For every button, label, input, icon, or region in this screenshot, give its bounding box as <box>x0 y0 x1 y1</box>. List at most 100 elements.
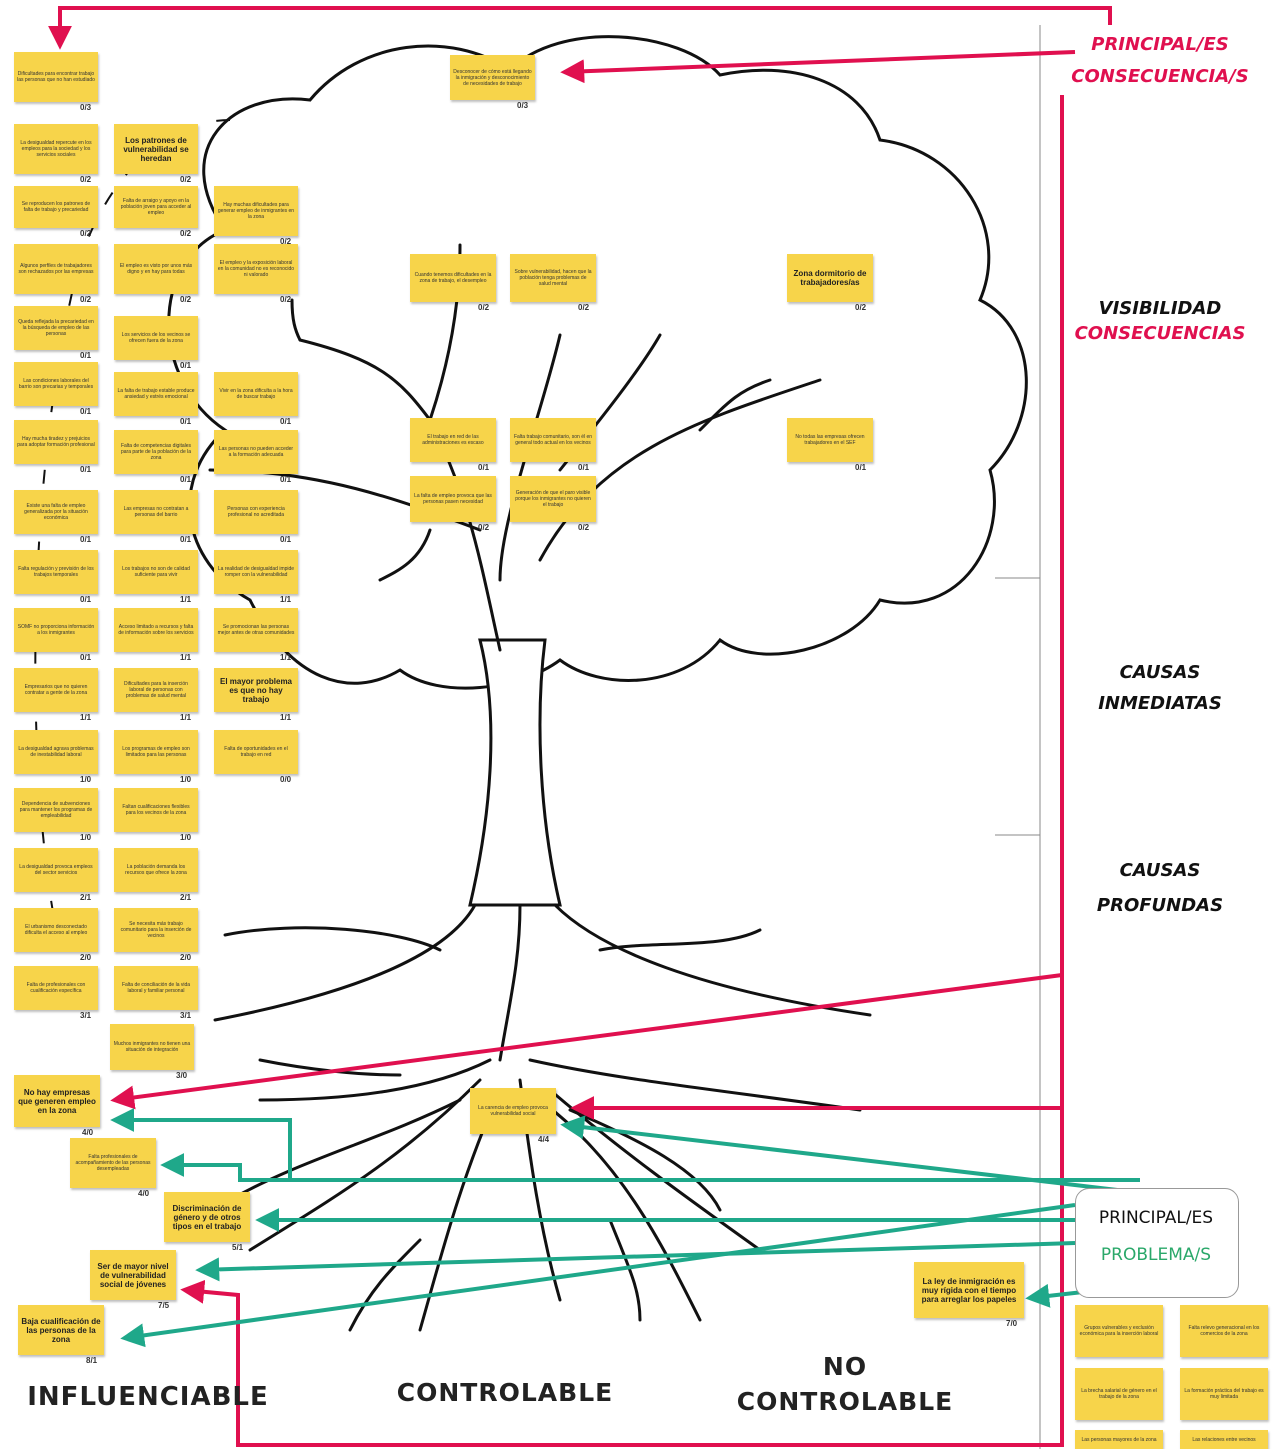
sticky-note-r01[interactable]: No hay empresas que generen empleo en la… <box>14 1075 100 1127</box>
sticky-note-r05[interactable]: Baja cualificación de las personas de la… <box>18 1305 104 1355</box>
sticky-note-x05[interactable]: Las personas mayores de la zona <box>1075 1430 1163 1449</box>
sticky-note-n09[interactable]: El empleo es visto por unos más digno y … <box>114 244 198 294</box>
sticky-note-n20[interactable]: Falta de competencias digitales para par… <box>114 430 198 474</box>
sticky-note-n23[interactable]: Falta trabajo comunitario, son él en gen… <box>510 418 596 462</box>
sticky-note-n12[interactable]: Sobre vulnerabilidad, hacen que la pobla… <box>510 254 596 302</box>
sticky-note-n05[interactable]: Se reproducen los patrones de falta de t… <box>14 186 98 228</box>
sticky-note-text: Discriminación de género y de otros tipo… <box>172 1203 242 1231</box>
sticky-note-n14[interactable]: Queda reflejada la precariedad en la bús… <box>14 306 98 350</box>
sticky-note-n47[interactable]: Se necesita más trabajo comunitario para… <box>114 908 198 952</box>
sticky-note-n04[interactable]: Los patrones de vulnerabilidad se hereda… <box>114 124 198 174</box>
sticky-note-n44[interactable]: La desigualdad provoca empleos del secto… <box>14 848 98 892</box>
sticky-note-r02[interactable]: Falta profesionales de acompañamiento de… <box>70 1138 156 1188</box>
sticky-note-n46[interactable]: El urbanismo desconectado dificulta el a… <box>14 908 98 952</box>
sticky-note-x04[interactable]: La formación práctica del trabajo es muy… <box>1180 1368 1268 1420</box>
sticky-note-n03[interactable]: La desigualdad repercute en los empleos … <box>14 124 98 174</box>
sticky-note-text: El urbanismo desconectado dificulta el a… <box>24 924 88 936</box>
sticky-note-x03[interactable]: La brecha salarial de género en el traba… <box>1075 1368 1163 1420</box>
vote-count: 1/1 <box>280 653 292 662</box>
vote-count: 0/3 <box>80 103 92 112</box>
arrow-consequences-cloud <box>560 50 1076 84</box>
vote-count: 0/2 <box>855 303 867 312</box>
label-deep-2: PROFUNDAS <box>1096 895 1224 916</box>
sticky-note-n41[interactable]: Falta de oportunidades en el trabajo en … <box>214 730 298 774</box>
sticky-note-n28[interactable]: La falta de empleo provoca que las perso… <box>410 476 496 522</box>
zone-controlable: CONTROLABLE <box>396 1378 614 1407</box>
sticky-note-text: Falta trabajo comunitario, son él en gen… <box>513 434 593 446</box>
sticky-note-n48[interactable]: Falta de profesionales con cualificación… <box>14 966 98 1010</box>
sticky-note-n35[interactable]: Se promocionan las personas mejor antes … <box>214 608 298 652</box>
vote-count: 0/1 <box>80 535 92 544</box>
sticky-note-r03[interactable]: Discriminación de género y de otros tipo… <box>164 1192 250 1242</box>
vote-count: 7/0 <box>1006 1319 1018 1328</box>
sticky-note-n17[interactable]: La falta de trabajo estable produce ansi… <box>114 372 198 416</box>
sticky-note-n15[interactable]: Los servicios de los vecinos se ofrecen … <box>114 316 198 360</box>
sticky-note-n08[interactable]: Algunos perfiles de trabajadores son rec… <box>14 244 98 294</box>
sticky-note-n32[interactable]: La realidad de desigualdad impide romper… <box>214 550 298 594</box>
sticky-note-n49[interactable]: Falta de conciliación de la vida laboral… <box>114 966 198 1010</box>
sticky-note-n27[interactable]: Personas con experiencia profesional no … <box>214 490 298 534</box>
vote-count: 4/4 <box>538 1135 550 1144</box>
sticky-note-n40[interactable]: Los programas de empleo son limitados pa… <box>114 730 198 774</box>
sticky-note-r04[interactable]: Ser de mayor nivel de vulnerabilidad soc… <box>90 1250 176 1300</box>
sticky-note-n50[interactable]: Muchos inmigrantes no tienen una situaci… <box>110 1024 194 1070</box>
sticky-note-n11[interactable]: Cuando tenemos dificultades en la zona d… <box>410 254 496 302</box>
sticky-note-n07[interactable]: Hay muchas dificultades para generar emp… <box>214 186 298 236</box>
sticky-note-n38[interactable]: El mayor problema es que no hay trabajo <box>214 668 298 712</box>
green-arrows <box>110 1108 1161 1348</box>
sticky-note-text: Los servicios de los vecinos se ofrecen … <box>121 332 191 344</box>
arrow-consequences-vertical <box>180 95 1064 1447</box>
sticky-note-r06[interactable]: La carencia de empleo provoca vulnerabil… <box>470 1088 556 1134</box>
sticky-note-n25[interactable]: Existe una falta de empleo generalizada … <box>14 490 98 534</box>
sticky-note-text: La formación práctica del trabajo es muy… <box>1184 1388 1264 1400</box>
sticky-note-n43[interactable]: Faltan cualificaciones flexibles para lo… <box>114 788 198 832</box>
sticky-note-n01[interactable]: Dificultades para encontrar trabajo las … <box>14 52 98 102</box>
sticky-note-x02[interactable]: Falta relevo generacional en los comerci… <box>1180 1305 1268 1357</box>
sticky-note-text: Existe una falta de empleo generalizada … <box>24 503 88 521</box>
sticky-note-text: Algunos perfiles de trabajadores son rec… <box>18 263 94 275</box>
sticky-note-text: Los patrones de vulnerabilidad se hereda… <box>123 135 189 163</box>
sticky-note-text: Dependencia de subvenciones para mantene… <box>19 801 93 819</box>
sticky-note-n37[interactable]: Dificultades para la inserción laboral d… <box>114 668 198 712</box>
sticky-note-n02[interactable]: Desconocer de cómo está llegando la inmi… <box>450 55 535 100</box>
sticky-note-n33[interactable]: SOMF no proporciona información a los in… <box>14 608 98 652</box>
sticky-note-text: La desigualdad repercute en los empleos … <box>20 140 92 158</box>
sticky-note-n36[interactable]: Empresarios que no quieren contratar a g… <box>14 668 98 712</box>
sticky-note-n21[interactable]: Las personas no pueden acceder a la form… <box>214 430 298 474</box>
sticky-note-n19[interactable]: Hay mucha tiradez y prejuicios para adop… <box>14 420 98 464</box>
sticky-note-n22[interactable]: El trabajo en red de las administracione… <box>410 418 496 462</box>
sticky-note-text: La realidad de desigualdad impide romper… <box>217 566 295 578</box>
sticky-note-text: Falta de profesionales con cualificación… <box>26 982 86 994</box>
sticky-note-x01[interactable]: Grupos vulnerables y exclusión económica… <box>1075 1305 1163 1357</box>
label-consequences-2: CONSECUENCIA/S <box>1071 66 1249 87</box>
sticky-note-n34[interactable]: Acceso limitado a recursos y falta de in… <box>114 608 198 652</box>
sticky-note-n26[interactable]: Las empresas no contratan a personas del… <box>114 490 198 534</box>
sticky-note-r07[interactable]: La ley de inmigración es muy rígida con … <box>914 1262 1024 1318</box>
vote-count: 0/1 <box>80 595 92 604</box>
sticky-note-n45[interactable]: La población demanda los recursos que of… <box>114 848 198 892</box>
vote-count: 0/2 <box>80 175 92 184</box>
vote-count: 2/0 <box>180 953 192 962</box>
sticky-note-n29[interactable]: Generación de que el paro visible porque… <box>510 476 596 522</box>
arrow-to-r05-green <box>120 1203 1076 1348</box>
sticky-note-n24[interactable]: No todas las empresas ofrecen trabajador… <box>787 418 873 462</box>
vote-count: 0/1 <box>478 463 490 472</box>
sticky-note-n18[interactable]: Vivir en la zona dificulta a la hora de … <box>214 372 298 416</box>
sticky-note-n06[interactable]: Falta de arraigo y apoyo en la población… <box>114 186 198 228</box>
sticky-note-x06[interactable]: Las relaciones entre vecinos <box>1180 1430 1268 1449</box>
vote-count: 2/1 <box>80 893 92 902</box>
sticky-note-n39[interactable]: La desigualdad agrava problemas de inest… <box>14 730 98 774</box>
sticky-note-text: Vivir en la zona dificulta a la hora de … <box>219 388 293 400</box>
sticky-note-n10[interactable]: El empleo y la exposición laboral en la … <box>214 244 298 294</box>
sticky-note-n42[interactable]: Dependencia de subvenciones para mantene… <box>14 788 98 832</box>
sticky-note-n31[interactable]: Los trabajos no son de calidad suficient… <box>114 550 198 594</box>
vote-count: 3/1 <box>80 1011 92 1020</box>
vote-count: 1/1 <box>180 713 192 722</box>
arrow-to-r01 <box>110 973 1063 1110</box>
sticky-note-n16[interactable]: Las condiciones laborales del barrio son… <box>14 362 98 406</box>
sticky-note-n13[interactable]: Zona dormitorio de trabajadores/as <box>787 254 873 302</box>
vote-count: 0/2 <box>80 295 92 304</box>
vote-count: 1/0 <box>80 775 92 784</box>
sticky-note-n30[interactable]: Falta regulación y previsión de los trab… <box>14 550 98 594</box>
sticky-note-text: Muchos inmigrantes no tienen una situaci… <box>113 1041 191 1053</box>
